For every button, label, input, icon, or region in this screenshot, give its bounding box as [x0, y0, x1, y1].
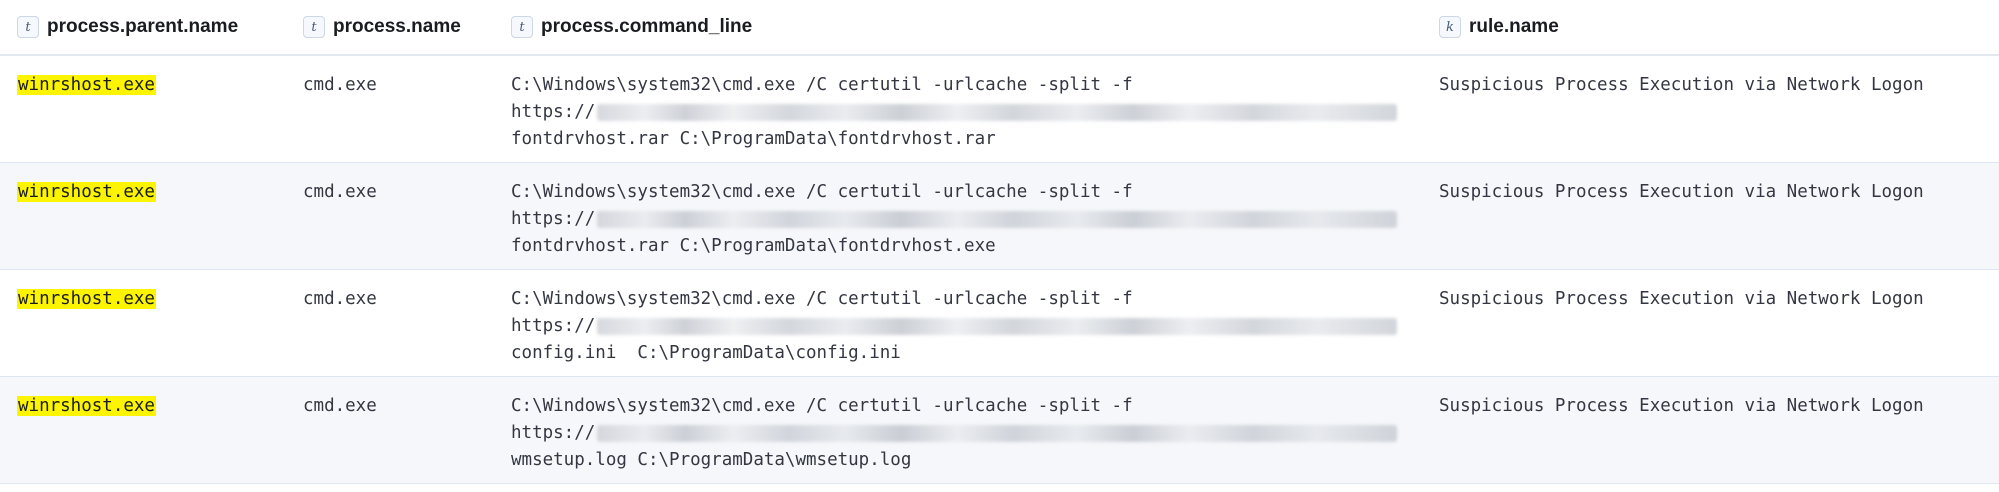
column-label: process.command_line [541, 16, 753, 37]
url-prefix: https:// [511, 102, 596, 122]
command-line-text: fontdrvhost.rar C:\ProgramData\fontdrvho… [511, 236, 996, 256]
command-line-text: wmsetup.log C:\ProgramData\wmsetup.log [511, 450, 912, 470]
keyword-type-icon: k [1439, 16, 1461, 38]
command-line-url: https:// [511, 420, 1422, 447]
redacted-url [597, 103, 1398, 121]
redacted-url [597, 424, 1398, 442]
command-line-text: fontdrvhost.rar C:\ProgramData\fontdrvho… [511, 129, 996, 149]
table-row[interactable]: winrshost.exe cmd.exe C:\Windows\system3… [0, 270, 1999, 377]
redacted-url [597, 210, 1398, 228]
highlighted-value: winrshost.exe [17, 396, 156, 416]
column-label: rule.name [1469, 16, 1559, 37]
table-row[interactable]: winrshost.exe cmd.exe C:\Windows\system3… [0, 377, 1999, 484]
command-line-cell: C:\Windows\system32\cmd.exe /C certutil … [494, 270, 1422, 376]
url-prefix: https:// [511, 209, 596, 229]
rule-name-cell: Suspicious Process Execution via Network… [1439, 75, 1924, 95]
process-name-cell: cmd.exe [303, 75, 377, 95]
table-header: t process.parent.name t process.name t p… [0, 0, 1999, 56]
command-line-text: C:\Windows\system32\cmd.exe /C certutil … [511, 396, 1133, 416]
parent-name-cell: winrshost.exe [0, 270, 286, 376]
redacted-url [597, 317, 1398, 335]
table-row[interactable]: winrshost.exe cmd.exe C:\Windows\system3… [0, 163, 1999, 270]
process-name-cell: cmd.exe [303, 289, 377, 309]
url-prefix: https:// [511, 316, 596, 336]
highlighted-value: winrshost.exe [17, 289, 156, 309]
parent-name-cell: winrshost.exe [0, 377, 286, 483]
command-line-cell: C:\Windows\system32\cmd.exe /C certutil … [494, 377, 1422, 483]
command-line-cell: C:\Windows\system32\cmd.exe /C certutil … [494, 163, 1422, 269]
command-line-text: C:\Windows\system32\cmd.exe /C certutil … [511, 75, 1133, 95]
column-label: process.parent.name [47, 16, 239, 37]
rule-name-cell: Suspicious Process Execution via Network… [1439, 396, 1924, 416]
command-line-url: https:// [511, 99, 1422, 126]
parent-name-cell: winrshost.exe [0, 56, 286, 162]
column-header-rule-name[interactable]: k rule.name [1422, 0, 1999, 54]
command-line-text: config.ini C:\ProgramData\config.ini [511, 343, 901, 363]
column-label: process.name [333, 16, 461, 37]
column-header-process-name[interactable]: t process.name [286, 0, 494, 54]
highlighted-value: winrshost.exe [17, 75, 156, 95]
command-line-text: C:\Windows\system32\cmd.exe /C certutil … [511, 182, 1133, 202]
rule-name-cell: Suspicious Process Execution via Network… [1439, 289, 1924, 309]
column-header-process-parent-name[interactable]: t process.parent.name [0, 0, 286, 54]
command-line-text: C:\Windows\system32\cmd.exe /C certutil … [511, 289, 1133, 309]
rule-name-cell: Suspicious Process Execution via Network… [1439, 182, 1924, 202]
text-type-icon: t [303, 16, 325, 38]
command-line-url: https:// [511, 206, 1422, 233]
text-type-icon: t [17, 16, 39, 38]
url-prefix: https:// [511, 423, 596, 443]
column-header-process-command-line[interactable]: t process.command_line [494, 0, 1422, 54]
process-name-cell: cmd.exe [303, 182, 377, 202]
process-name-cell: cmd.exe [303, 396, 377, 416]
parent-name-cell: winrshost.exe [0, 163, 286, 269]
highlighted-value: winrshost.exe [17, 182, 156, 202]
table-row[interactable]: winrshost.exe cmd.exe C:\Windows\system3… [0, 56, 1999, 163]
command-line-cell: C:\Windows\system32\cmd.exe /C certutil … [494, 56, 1422, 162]
text-type-icon: t [511, 16, 533, 38]
command-line-url: https:// [511, 313, 1422, 340]
